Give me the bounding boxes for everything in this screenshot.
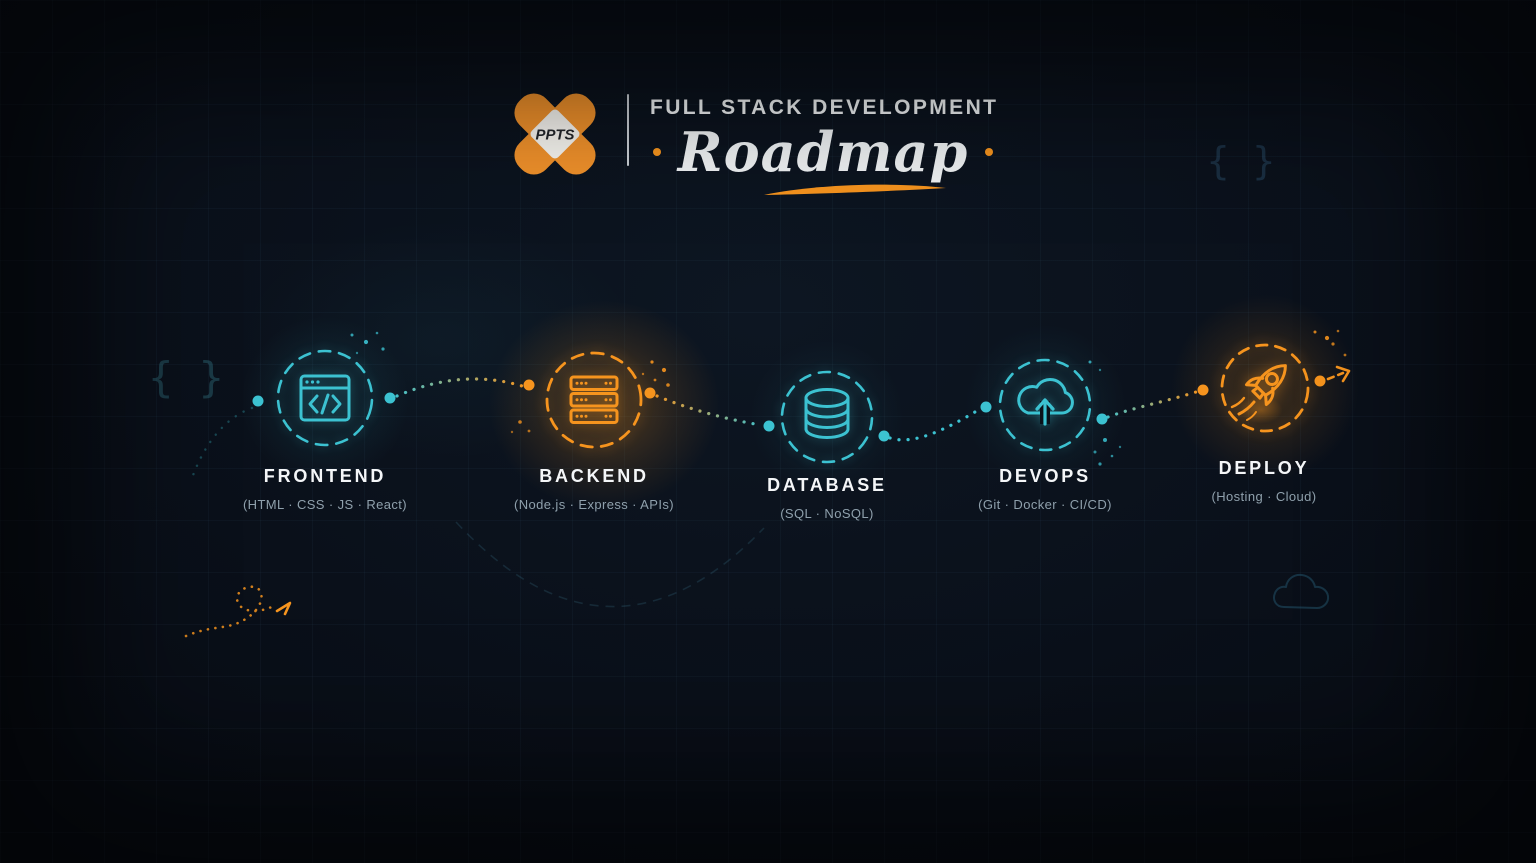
code-browser-icon: [299, 374, 351, 422]
step-subtitle: (SQL · NoSQL): [780, 506, 874, 521]
underline-swoosh-icon: [764, 184, 946, 195]
roadmap-node-backend: [534, 340, 654, 460]
roadmap-node-deploy: [1205, 328, 1325, 448]
loop-arrow-doodle-icon: [184, 585, 292, 638]
step-title: FRONTEND: [263, 466, 387, 486]
page-title: FULL STACK DEVELOPMENT: [650, 96, 999, 119]
step-label-database: DATABASE (SQL · NoSQL): [687, 475, 967, 521]
sparkle-dots: [350, 329, 1347, 466]
code-braces-icon: { }: [1207, 139, 1276, 183]
step-label-devops: DEVOPS (Git · Docker · CI/CD): [905, 466, 1185, 512]
step-label-frontend: FRONTEND (HTML · CSS · JS · React): [185, 466, 465, 512]
connector-lead-in: [190, 406, 254, 480]
step-title: DATABASE: [767, 475, 887, 495]
faint-arc-decoration: [455, 521, 765, 608]
step-title: DEPLOY: [1218, 458, 1310, 478]
logo-text: PPTS: [536, 127, 575, 144]
script-title: Roadmap: [677, 120, 969, 184]
cloud-upload-icon: [1017, 378, 1074, 426]
step-label-deploy: DEPLOY (Hosting · Cloud): [1124, 458, 1404, 504]
server-stack-icon: [569, 375, 619, 424]
step-subtitle: (HTML · CSS · JS · React): [242, 497, 408, 512]
connector-database-devops: [888, 407, 982, 442]
connector-frontend-backend: [395, 377, 524, 398]
rocket-icon: [1230, 364, 1287, 421]
step-label-backend: BACKEND (Node.js · Express · APIs): [454, 466, 734, 512]
title-dot-icon: [652, 148, 661, 156]
step-subtitle: (Node.js · Express · APIs): [514, 497, 674, 512]
roadmap-node-frontend: [265, 338, 385, 458]
code-braces-icon: { }: [148, 353, 224, 402]
step-title: BACKEND: [539, 466, 649, 486]
header-title-block: FULL STACK DEVELOPMENT Roadmap: [650, 96, 996, 182]
connector-backend-database: [655, 394, 763, 427]
cloud-doodle-icon: [1273, 573, 1330, 609]
step-subtitle: (Git · Docker · CI/CD): [978, 497, 1112, 512]
roadmap-node-devops: [985, 345, 1105, 465]
step-subtitle: (Hosting · Cloud): [1211, 489, 1317, 504]
connector-dots: [252, 375, 1326, 442]
flow-end-arrow-icon: [1326, 365, 1351, 383]
connector-devops-deploy: [1106, 390, 1198, 419]
roadmap-node-database: [767, 357, 887, 477]
ppts-x-logo-icon: PPTS: [514, 93, 596, 175]
step-title: DEVOPS: [999, 466, 1091, 486]
header-divider: [627, 94, 629, 166]
title-dot-icon: [985, 148, 994, 156]
database-cylinder-icon: [804, 388, 850, 439]
brand-logo: PPTS: [508, 92, 602, 181]
